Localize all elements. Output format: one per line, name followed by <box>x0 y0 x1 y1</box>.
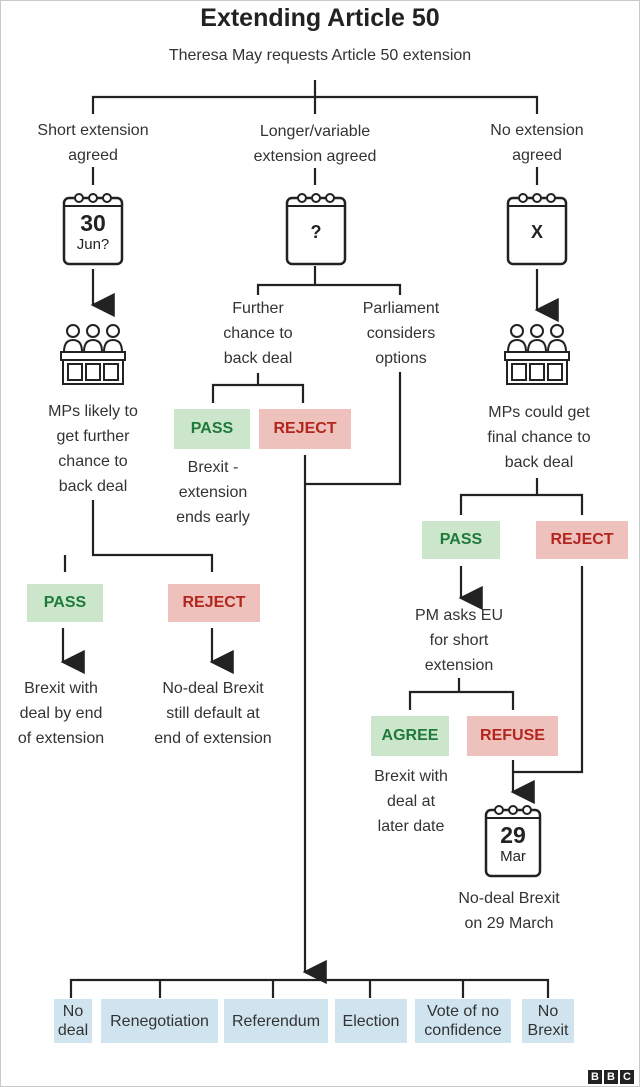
calendar-icon: 29 Mar <box>484 800 542 878</box>
option-box: Renegotiation <box>101 999 218 1043</box>
calendar-month: Mar <box>500 848 526 865</box>
further-chance-text: Further chance to back deal <box>223 300 293 367</box>
short-mps-text: MPs likely to get further chance to back… <box>48 403 138 495</box>
short-pass-outcome: Brexit with deal by end of extension <box>17 680 105 747</box>
logo-letter: B <box>604 1070 618 1084</box>
no-extension-label: No extension agreed <box>490 122 584 164</box>
none-pass-box: PASS <box>422 521 500 559</box>
calendar-symbol: ? <box>310 222 322 242</box>
option-box: No deal <box>54 999 92 1043</box>
diagram-subtitle: Theresa May requests Article 50 extensio… <box>168 47 472 64</box>
calendar-month: Jun? <box>76 236 110 253</box>
option-box: Vote of no confidence <box>415 999 511 1043</box>
longer-reject-box: REJECT <box>259 409 351 449</box>
longer-pass-outcome: Brexit - extension ends early <box>176 459 250 526</box>
longer-extension-label: Longer/variable extension agreed <box>253 123 377 165</box>
short-pass-box: PASS <box>27 584 103 622</box>
none-mps-text: MPs could get final chance to back deal <box>487 404 591 471</box>
bbc-logo: B B C <box>588 1070 634 1084</box>
short-extension-label: Short extension agreed <box>37 122 149 164</box>
option-box: No Brexit <box>522 999 574 1043</box>
mps-icon <box>60 322 126 386</box>
agree-outcome: Brexit with deal at later date <box>374 768 448 835</box>
calendar-day: 30 <box>80 210 106 236</box>
none-reject-box: REJECT <box>536 521 628 559</box>
calendar-icon: 30 Jun? <box>62 188 124 266</box>
short-reject-outcome: No-deal Brexit still default at end of e… <box>154 680 272 747</box>
calendar-symbol: X <box>530 222 543 242</box>
parliament-options-text: Parliament considers options <box>362 300 440 367</box>
refuse-box: REFUSE <box>467 716 558 756</box>
option-box: Election <box>335 999 407 1043</box>
calendar-icon: ? <box>285 188 347 266</box>
agree-box: AGREE <box>371 716 449 756</box>
no-deal-final-outcome: No-deal Brexit on 29 March <box>458 890 560 932</box>
logo-letter: C <box>620 1070 634 1084</box>
option-box: Referendum <box>224 999 328 1043</box>
longer-pass-box: PASS <box>174 409 250 449</box>
pm-asks-text: PM asks EU for short extension <box>414 607 503 674</box>
calendar-icon: X <box>506 188 568 266</box>
diagram-title: Extending Article 50 <box>200 4 440 32</box>
short-reject-box: REJECT <box>168 584 260 622</box>
mps-icon <box>504 322 570 386</box>
calendar-day: 29 <box>500 822 526 848</box>
logo-letter: B <box>588 1070 602 1084</box>
